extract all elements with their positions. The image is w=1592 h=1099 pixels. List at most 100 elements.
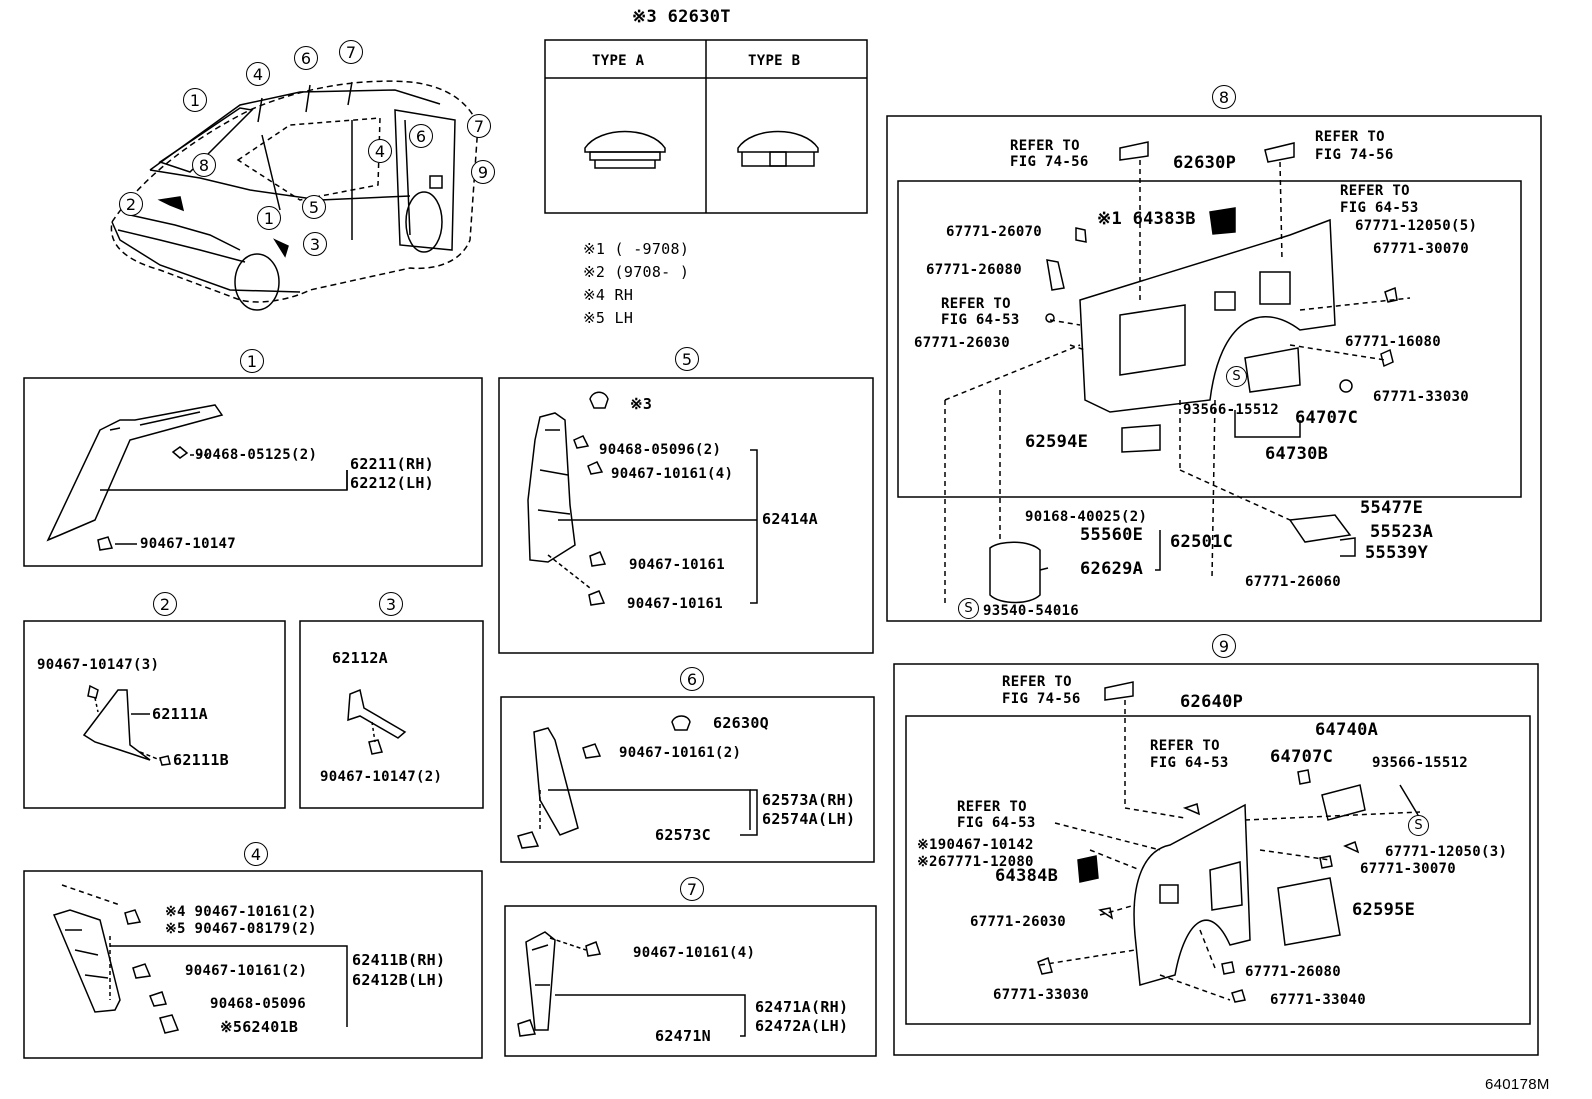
callout-6: 6 <box>294 46 318 70</box>
section-6-art <box>500 696 875 863</box>
section-3-number: 3 <box>379 592 403 616</box>
section-7-art <box>504 905 877 1057</box>
section-6-number: 6 <box>680 667 704 691</box>
part-67771-16080: 67771-16080 <box>1345 334 1442 350</box>
s8-refer-4b: FIG 64-53 <box>941 312 1020 328</box>
part-s6-90467-10161-2: 90467-10161(2) <box>619 745 742 761</box>
s9-refer-2b: FIG 64-53 <box>1150 755 1229 771</box>
part-67771-12050-5: 67771-12050(5) <box>1355 218 1478 234</box>
section-2-number: 2 <box>153 592 177 616</box>
part-90467-10161-2: 90467-10161(2) <box>185 963 308 979</box>
part-67771-12080: ※267771-12080 <box>917 854 1034 870</box>
section-4-art <box>23 870 483 1059</box>
s8-refer-2b: FIG 74-56 <box>1315 147 1394 163</box>
section-2-art <box>23 620 286 809</box>
part-67771-33040: 67771-33040 <box>1270 992 1367 1008</box>
part-90467-10161-a: 90467-10161 <box>629 557 726 573</box>
s8-refer-2a: REFER TO <box>1315 129 1385 145</box>
part-62111A: 62111A <box>152 705 208 723</box>
part-62412B: 62412B(LH) <box>352 971 446 989</box>
part-62472A: 62472A(LH) <box>755 1017 849 1035</box>
section-8-number: 8 <box>1212 85 1236 109</box>
part-s8-67771-26030: 67771-26030 <box>914 335 1011 351</box>
section-1-number: 1 <box>240 349 264 373</box>
part-67771-26070: 67771-26070 <box>946 224 1043 240</box>
callout-7: 7 <box>339 40 363 64</box>
part-62573A: 62573A(RH) <box>762 791 856 809</box>
part-55523A: 55523A <box>1370 522 1434 542</box>
s9-refer-3b: FIG 64-53 <box>957 815 1036 831</box>
callout-4b: 4 <box>368 139 392 163</box>
part-s9-93566-15512: 93566-15512 <box>1372 755 1469 771</box>
type-b-label: TYPE B <box>748 53 801 69</box>
callout-9: 9 <box>471 160 495 184</box>
part-62111B: 62111B <box>173 751 229 769</box>
s8-refer-1b: FIG 74-56 <box>1010 154 1089 170</box>
note-3: ※4 RH <box>583 286 634 304</box>
part-67771-26060: 67771-26060 <box>1245 574 1342 590</box>
part-s8-93566-15512: 93566-15512 <box>1183 402 1280 418</box>
part-90467-10161-b: 90467-10161 <box>627 596 724 612</box>
note-2: ※2 (9708- ) <box>583 263 690 281</box>
callout-6b: 6 <box>409 124 433 148</box>
note-1: ※1 ( -9708) <box>583 240 690 258</box>
s8-refer-1a: REFER TO <box>1010 138 1080 154</box>
callout-2: 2 <box>119 192 143 216</box>
section-7-number: 7 <box>680 877 704 901</box>
part-s7-90467-10161-4: 90467-10161(4) <box>633 945 756 961</box>
callout-8: 8 <box>192 153 216 177</box>
part-62471A: 62471A(RH) <box>755 998 849 1016</box>
part-62211: 62211(RH) <box>350 455 434 473</box>
part-90467-10142: ※190467-10142 <box>917 837 1034 853</box>
note-4: ※5 LH <box>583 309 634 327</box>
section-3-art <box>299 620 484 809</box>
section-5-number: 5 <box>675 347 699 371</box>
part-62112A: 62112A <box>332 649 388 667</box>
part-64384B: 64384B <box>995 866 1059 886</box>
type-legend <box>544 39 868 214</box>
part-62501C: 62501C <box>1170 532 1234 552</box>
part-62640P: 62640P <box>1180 692 1244 712</box>
s9-standard-mark: S <box>1408 815 1429 836</box>
part-90168-40025: 90168-40025(2) <box>1025 509 1148 525</box>
part-s9-67771-26080: 67771-26080 <box>1245 964 1342 980</box>
part-93540-54016: 93540-54016 <box>983 603 1080 619</box>
part-s9-67771-30070: 67771-30070 <box>1360 861 1457 877</box>
part-s9-67771-33030: 67771-33030 <box>993 987 1090 1003</box>
part-s8-67771-26080: 67771-26080 <box>926 262 1023 278</box>
part-90468-05096: 90468-05096 <box>210 996 307 1012</box>
part-64383B: ※1 64383B <box>1097 209 1196 229</box>
part-s5-ref3: ※3 <box>630 395 653 413</box>
part-62414A: 62414A <box>762 510 818 528</box>
part-55560E: 55560E <box>1080 525 1144 545</box>
part-s9-67771-26030: 67771-26030 <box>970 914 1067 930</box>
s8-refer-3a: REFER TO <box>1340 183 1410 199</box>
s8-refer-4a: REFER TO <box>941 296 1011 312</box>
part-64730B: 64730B <box>1265 444 1329 464</box>
section-9-art <box>893 663 1539 1056</box>
part-62630Q: 62630Q <box>713 714 769 732</box>
part-62630P: 62630P <box>1173 153 1237 173</box>
part-62411B: 62411B(RH) <box>352 951 446 969</box>
part-90468-05125: 90468-05125(2) <box>195 447 318 463</box>
section-1-art <box>23 377 483 567</box>
s9-refer-1b: FIG 74-56 <box>1002 691 1081 707</box>
s8-refer-3b: FIG 64-53 <box>1340 200 1419 216</box>
part-62594E: 62594E <box>1025 432 1089 452</box>
vehicle-outline <box>110 80 479 311</box>
part-62471N: 62471N <box>655 1027 711 1045</box>
section-4-number: 4 <box>244 842 268 866</box>
callout-5: 5 <box>302 195 326 219</box>
part-62629A: 62629A <box>1080 559 1144 579</box>
part-90467-10147-3: 90467-10147(3) <box>37 657 160 673</box>
section-5-art <box>498 377 874 654</box>
part-90467-10147: 90467-10147 <box>140 536 237 552</box>
part-s8-64707C: 64707C <box>1295 408 1359 428</box>
part-62212: 62212(LH) <box>350 474 434 492</box>
callout-1: 1 <box>183 88 207 112</box>
s9-refer-2a: REFER TO <box>1150 738 1220 754</box>
section-8-art <box>886 115 1542 622</box>
part-s4-rh-clip: ※4 90467-10161(2) <box>165 904 317 920</box>
callout-1b: 1 <box>257 206 281 230</box>
